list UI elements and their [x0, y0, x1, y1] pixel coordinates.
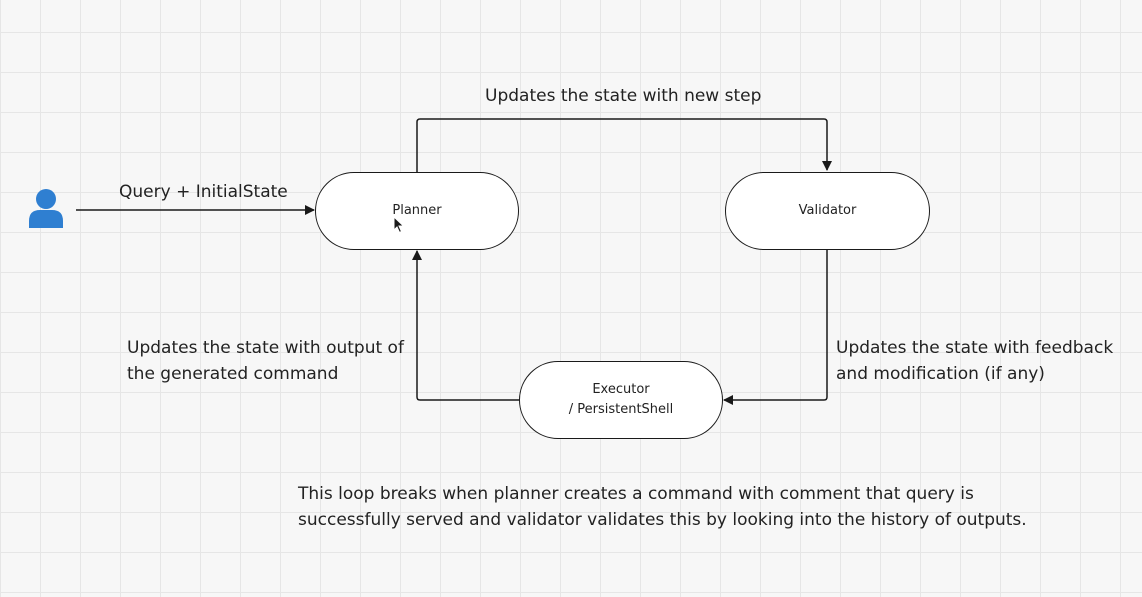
node-validator-label: Validator	[798, 203, 857, 218]
node-executor[interactable]: Executor / PersistentShell	[519, 361, 723, 439]
cursor-icon	[393, 215, 405, 238]
node-planner[interactable]: Planner	[315, 172, 519, 250]
node-executor-label: Executor / PersistentShell	[568, 382, 674, 417]
edge-label-new-step: Updates the state with new step	[485, 86, 762, 106]
node-planner-label: Planner	[392, 203, 442, 218]
edge-planner-to-validator	[416, 118, 832, 172]
edge-label-output-line1: Updates the state with output of	[127, 338, 404, 358]
node-validator[interactable]: Validator	[725, 172, 930, 250]
edge-label-feedback-line2: and modification (if any)	[836, 364, 1045, 384]
edge-label-output-line2: the generated command	[127, 364, 339, 384]
note-line2: successfully served and validator valida…	[298, 510, 1027, 530]
note-line1: This loop breaks when planner creates a …	[298, 484, 974, 504]
edge-label-query: Query + InitialState	[119, 182, 288, 202]
edge-executor-to-planner	[412, 250, 520, 401]
edge-validator-to-executor	[723, 249, 828, 405]
user-icon	[27, 188, 65, 232]
edge-label-feedback-line1: Updates the state with feedback	[836, 338, 1114, 358]
